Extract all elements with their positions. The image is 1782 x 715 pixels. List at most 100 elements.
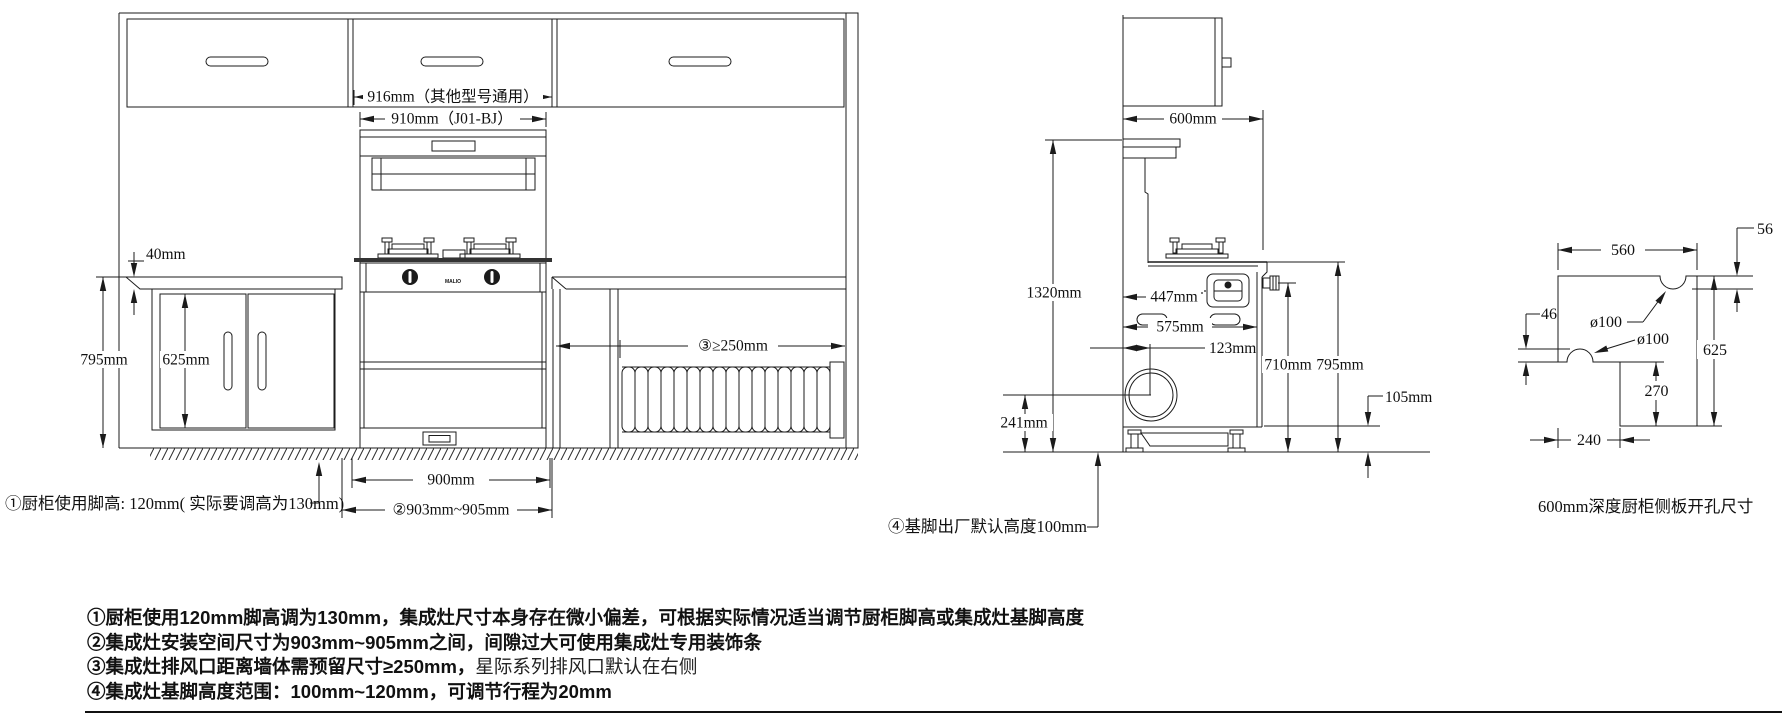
burner-right [459, 237, 521, 259]
door-handle [257, 331, 267, 391]
floor-hatch [150, 448, 858, 460]
dim-40-label: 40mm [146, 246, 186, 263]
door-handle [223, 331, 233, 391]
dim-560-label: 560 [1611, 242, 1635, 259]
dim-56: 56 [1692, 221, 1773, 312]
knob-bolt [1262, 277, 1271, 289]
side-wall-hatch [845, 12, 859, 449]
dim-710-label: 710mm [1264, 357, 1311, 374]
integrated-stove-front: MALIO [354, 129, 552, 448]
dim-105-label: 105mm [1385, 389, 1432, 406]
dim-600: 600mm [1123, 110, 1264, 250]
hood-display [431, 140, 476, 152]
dim-1320-label: 1320mm [1026, 285, 1081, 302]
dim-vent-clearance: ③≥250mm [556, 337, 845, 358]
dim-240: 240 [1530, 428, 1650, 449]
dim-625-panel-label: 625 [1703, 342, 1727, 359]
dim-710: 710mm [1262, 282, 1314, 452]
dim-625-panel: 625 [1697, 276, 1732, 427]
cabinet-handle [668, 56, 732, 67]
dim-56-label: 56 [1757, 221, 1773, 238]
right-counter-and-duct [551, 276, 846, 448]
dim-123: 123mm [1090, 340, 1256, 395]
control-panel: MALIO [359, 262, 547, 293]
dim-105: 105mm [1264, 389, 1432, 478]
dim-795-side-label: 795mm [1316, 357, 1363, 374]
dim-40: 40mm [128, 246, 186, 315]
dim-625-front: 625mm [160, 294, 212, 428]
duct-wall-collar [829, 361, 845, 439]
dim-123-label: 123mm [1209, 340, 1256, 357]
note-2-text: ②集成灶安装空间尺寸为903mm~905mm之间，间隙过大可使用集成灶专用装饰条 [87, 631, 762, 653]
dim-1320: 1320mm [1024, 139, 1122, 452]
dim-916: 916mm（其他型号通用） [353, 88, 553, 106]
panel-cutout-drawing: 560 56 46 ø100 ø1 [1518, 221, 1773, 516]
hood-top [1122, 138, 1181, 148]
dim-560: 560 [1557, 241, 1698, 270]
dim-46-label: 46 [1541, 306, 1557, 323]
base-vent [422, 431, 457, 446]
dim-900: 900mm [351, 458, 551, 489]
note-3: ③集成灶排风口距离墙体需预留尺寸≥250mm，星际系列排风口默认在右侧 [87, 655, 1187, 680]
note-4: ④集成灶基脚高度范围：100mm~120mm，可调节行程为20mm [87, 680, 1187, 705]
note-1: ①厨柜使用120mm脚高调为130mm，集成灶尺寸本身存在微小偏差，可根据实际情… [87, 606, 1187, 631]
dim-447-label: 447mm [1150, 289, 1197, 306]
note-1-text: ①厨柜使用120mm脚高调为130mm，集成灶尺寸本身存在微小偏差，可根据实际情… [87, 607, 1085, 628]
side-elevation-drawing: 600mm 1320mm 447mm 575mm 123mm [888, 15, 1432, 536]
dim-575: 575mm [1123, 318, 1257, 336]
dim-910: 910mm（J01-BJ） [359, 110, 547, 128]
stove-side-profile [1122, 138, 1280, 453]
dim-910-label: 910mm（J01-BJ） [391, 111, 512, 128]
front-elevation-drawing: MALIO [5, 12, 859, 519]
dim-795-side: 795mm [1267, 261, 1366, 452]
panel-caption: 600mm深度厨柜侧板开孔尺寸 [1538, 497, 1753, 516]
dim-hole-top-label: ø100 [1590, 314, 1622, 331]
dim-447: 447mm [1123, 288, 1206, 306]
dim-270-label: 270 [1645, 383, 1669, 400]
dim-vent-label: ③≥250mm [698, 338, 768, 355]
note-3-text: ③集成灶排风口距离墙体需预留尺寸≥250mm， [87, 656, 476, 677]
hood-head [359, 129, 547, 157]
dim-795-front-label: 795mm [80, 352, 127, 369]
side-footnote-leader: ④基脚出厂默认高度100mm [888, 452, 1102, 536]
left-base-cabinet [124, 276, 343, 431]
dim-240-label: 240 [1577, 432, 1601, 449]
cabinet-handle [420, 56, 484, 67]
adjustable-feet [1125, 429, 1246, 453]
dim-625-front-label: 625mm [162, 352, 209, 369]
side-base-note-label: ④基脚出厂默认高度100mm [888, 517, 1087, 536]
side-vent [1209, 313, 1241, 326]
dim-795-front: 795mm [78, 276, 130, 448]
front-foot-note-label: ①厨柜使用脚高: 120mm( 实际要调高为130mm) [5, 494, 344, 513]
dim-install-label: ②903mm~905mm [392, 502, 509, 519]
dim-575-label: 575mm [1156, 319, 1203, 336]
dim-241: 241mm [995, 394, 1151, 452]
brand-logo: MALIO [445, 279, 461, 285]
dim-46: 46 [1518, 306, 1570, 385]
note-4-text: ④集成灶基脚高度范围：100mm~120mm，可调节行程为20mm [87, 680, 612, 702]
front-footnote-leader: ①厨柜使用脚高: 120mm( 实际要调高为130mm) [5, 462, 344, 513]
dim-install-width: ②903mm~905mm [341, 458, 553, 519]
burner-left [377, 237, 439, 259]
dim-hole-left-label: ø100 [1637, 331, 1669, 348]
dim-241-label: 241mm [1000, 415, 1047, 432]
dim-270: 270 [1620, 361, 1673, 426]
room-outline [118, 12, 859, 460]
dim-600-label: 600mm [1169, 111, 1216, 128]
panel-outline [1557, 275, 1698, 427]
cabinet-handle [205, 56, 269, 67]
wall-cabinet-side [1122, 17, 1232, 107]
knob-icon [1224, 281, 1232, 289]
exhaust-duct [621, 361, 845, 439]
cooktop-edge [354, 258, 552, 262]
dim-hole-top: ø100 [1590, 291, 1666, 331]
note-3-suffix: 星际系列排风口默认在右侧 [475, 656, 698, 677]
dim-900-label: 900mm [427, 472, 474, 489]
control-box-side [1206, 273, 1250, 308]
dim-916-label: 916mm（其他型号通用） [367, 88, 538, 106]
installation-notes: ①厨柜使用120mm脚高调为130mm，集成灶尺寸本身存在微小偏差，可根据实际情… [87, 606, 1187, 704]
dim-hole-left: ø100 [1594, 331, 1669, 353]
note-2: ②集成灶安装空间尺寸为903mm~905mm之间，间隙过大可使用集成灶专用装饰条 [87, 631, 1187, 656]
